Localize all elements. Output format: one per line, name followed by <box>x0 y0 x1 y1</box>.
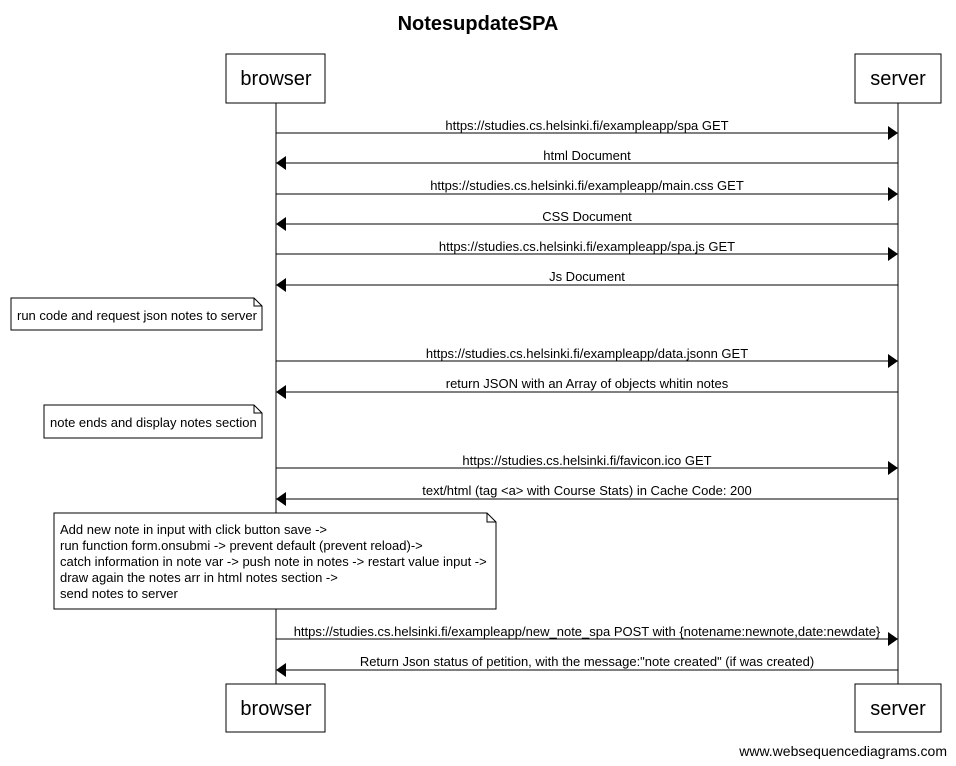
note-2: note ends and display notes section <box>43 404 263 439</box>
message-9-label: https://studies.cs.helsinki.fi/favicon.i… <box>462 453 711 468</box>
note-3-line-2: run function form.onsubmi -> prevent def… <box>60 538 423 553</box>
participant-browser-top: browser <box>225 53 326 104</box>
watermark: www.websequencediagrams.com <box>738 743 947 759</box>
message-6: Js Document <box>276 269 898 292</box>
note-3-line-3: catch information in note var -> push no… <box>60 554 487 569</box>
message-4: CSS Document <box>276 209 898 231</box>
message-3: https://studies.cs.helsinki.fi/exampleap… <box>276 178 898 201</box>
note-3-line-4: draw again the notes arr in html notes s… <box>60 570 338 585</box>
note-2-text: note ends and display notes section <box>50 415 257 430</box>
note-1: run code and request json notes to serve… <box>10 297 263 331</box>
message-3-label: https://studies.cs.helsinki.fi/exampleap… <box>430 178 744 193</box>
message-8: return JSON with an Array of objects whi… <box>276 376 898 399</box>
message-9: https://studies.cs.helsinki.fi/favicon.i… <box>276 453 898 475</box>
message-10: text/html (tag <a> with Course Stats) in… <box>276 483 898 506</box>
note-3-line-1: Add new note in input with click button … <box>60 522 327 537</box>
participant-server-top: server <box>854 53 942 104</box>
message-6-label: Js Document <box>549 269 625 284</box>
message-1-label: https://studies.cs.helsinki.fi/exampleap… <box>445 118 728 133</box>
participant-server-bottom: server <box>854 683 942 733</box>
message-11: https://studies.cs.helsinki.fi/exampleap… <box>276 624 898 646</box>
note-3: Add new note in input with click button … <box>53 512 497 610</box>
message-2-label: html Document <box>543 148 631 163</box>
message-5: https://studies.cs.helsinki.fi/exampleap… <box>276 239 898 261</box>
message-11-label: https://studies.cs.helsinki.fi/exampleap… <box>294 624 881 639</box>
note-3-line-5: send notes to server <box>60 586 178 601</box>
message-1: https://studies.cs.helsinki.fi/exampleap… <box>276 118 898 140</box>
participant-server-top-label: server <box>870 68 926 90</box>
participant-browser-top-label: browser <box>240 68 311 90</box>
diagram-title: NotesupdateSPA <box>398 13 559 35</box>
participant-browser-bottom-label: browser <box>240 698 311 720</box>
message-12-label: Return Json status of petition, with the… <box>360 654 814 669</box>
message-7: https://studies.cs.helsinki.fi/exampleap… <box>276 346 898 368</box>
message-7-label: https://studies.cs.helsinki.fi/exampleap… <box>426 346 748 361</box>
message-8-label: return JSON with an Array of objects whi… <box>446 376 729 391</box>
note-1-text: run code and request json notes to serve… <box>17 308 258 323</box>
participant-server-bottom-label: server <box>870 698 926 720</box>
message-5-label: https://studies.cs.helsinki.fi/exampleap… <box>439 239 735 254</box>
message-12: Return Json status of petition, with the… <box>276 654 898 677</box>
message-4-label: CSS Document <box>542 209 632 224</box>
participant-browser-bottom: browser <box>225 683 326 733</box>
message-2: html Document <box>276 148 898 170</box>
message-10-label: text/html (tag <a> with Course Stats) in… <box>422 483 752 498</box>
